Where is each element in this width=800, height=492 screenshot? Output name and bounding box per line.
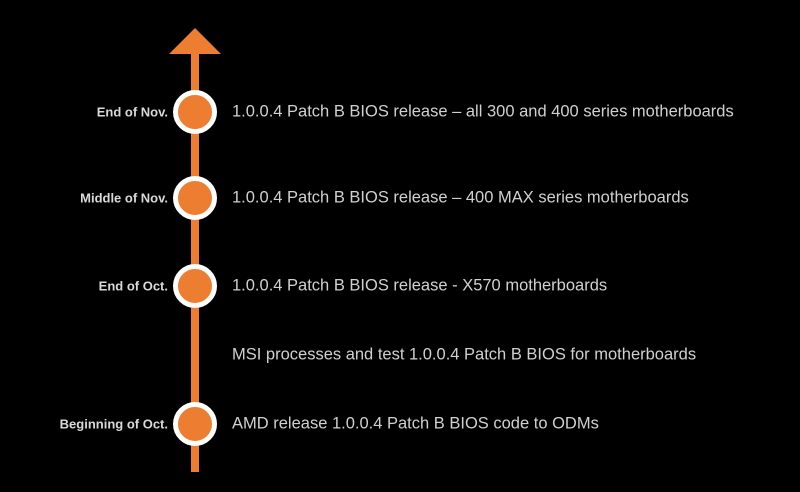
event-text: MSI processes and test 1.0.0.4 Patch B B…	[232, 345, 697, 364]
date-label: End of Oct.	[98, 278, 168, 294]
event-text: 1.0.0.4 Patch B BIOS release – 400 MAX s…	[232, 188, 689, 207]
date-label: End of Nov.	[96, 104, 168, 120]
timeline-node	[173, 176, 217, 220]
timeline-node	[173, 264, 217, 308]
timeline-node	[173, 90, 217, 134]
date-label: Middle of Nov.	[80, 190, 168, 206]
date-label: Beginning of Oct.	[59, 416, 168, 432]
event-text: 1.0.0.4 Patch B BIOS release - X570 moth…	[232, 276, 608, 295]
timeline-axis	[191, 48, 199, 472]
event-text: AMD release 1.0.0.4 Patch B BIOS code to…	[232, 414, 599, 433]
timeline-node	[173, 402, 217, 446]
event-text: 1.0.0.4 Patch B BIOS release – all 300 a…	[232, 102, 734, 121]
